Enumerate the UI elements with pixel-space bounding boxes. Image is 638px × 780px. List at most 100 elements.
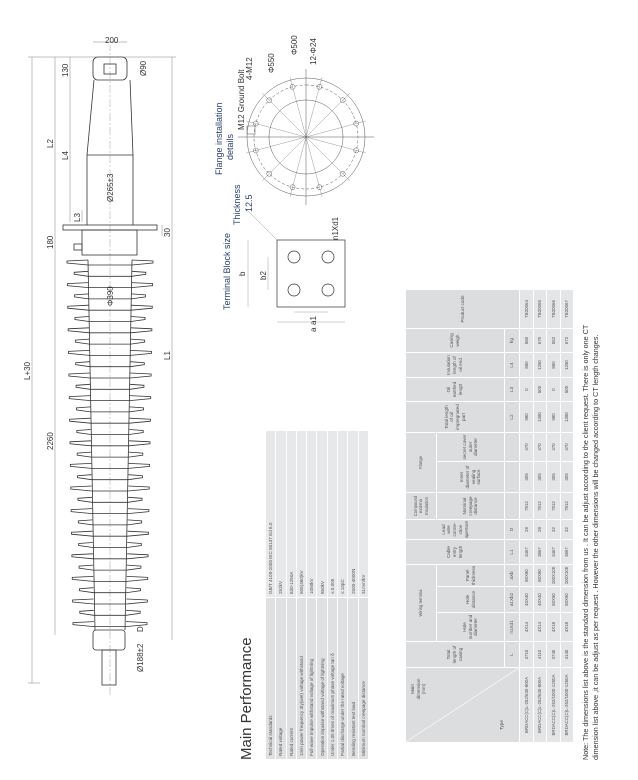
dim-200: 200 [105,36,119,45]
dim-l2: L2 [46,139,55,148]
thickness-value: 12.5 [244,194,254,212]
performance-label: Technical standards [265,597,276,760]
shed [66,282,154,288]
performance-label: Rated current [286,597,297,760]
dim-b2: b2 [259,271,268,280]
table-cell: 980 [546,401,560,433]
header-oil-earthed: Oil earthed lengtt [405,377,505,402]
dim-30: 30 [163,228,172,237]
corner-type: Type [499,720,505,730]
shed [68,395,152,401]
dim-l4: L4 [61,151,70,160]
shed [72,621,148,627]
table-cell: 305 [519,461,533,493]
table-cell: 1250 [533,352,547,378]
unit-cell: kg [504,328,520,353]
header-hole-distance: Hole distance [436,586,505,613]
terminal-block-drawing [244,207,346,323]
shed [74,338,146,345]
performance-label: 1min power frequency dry(wet) voltage wi… [296,597,307,760]
table-cell: 4X14 [519,612,533,642]
table-cell: 7812 [546,492,560,520]
table-cell: 80X80 [519,564,533,587]
dim-d: D [136,626,145,632]
table-cell: 100X100 [546,564,560,587]
table-cell: 7812 [519,492,533,520]
bolt-hole [340,171,346,177]
shed [69,417,151,424]
bolts-label: 4-M12 [245,57,254,80]
dim-a: a [309,327,318,332]
dim-d188: Ø188±2 [136,643,145,672]
note-text: Note: The dimensions list above is the s… [581,160,601,760]
table-cell: 550 [519,328,533,353]
bottom-terminal [101,649,117,686]
sheds [66,259,154,631]
table-cell: 305 [546,461,560,493]
table-cell: 80X80 [533,564,547,587]
shed [67,304,153,311]
table-cell: 28 [533,519,547,540]
spoke-line [246,136,307,154]
bushing-drawing [28,41,176,695]
table-cell: BRDACC(C)L-252/1000-1250A [560,667,574,743]
d500-label: Φ500 [290,35,299,55]
table-cell: 3867 [560,539,574,565]
performance-row: Full-wave impulse withstand voltage of l… [306,430,317,760]
table-cell: 3740 [546,641,560,668]
performance-value: 630-1250A [286,430,297,598]
table-cell: 552 [546,328,560,353]
table-cell: 470 [519,432,533,462]
unit-cell: L1 [504,539,520,565]
header-oil-part: Total length of oil impregnated part [405,401,505,433]
table-cell: 28 [519,519,533,540]
spoke-line [305,77,323,138]
performance-value: 505(460)kV [296,430,307,598]
dim-130: 130 [61,63,70,77]
header-total-length: Total length of casing [405,641,505,668]
header-outer-diameter: secret cover outer diameter [436,432,505,462]
dimension-lines [28,41,176,684]
dim-l1: L1 [163,351,172,360]
shed [70,508,150,514]
performance-value: 1050kV [306,430,317,598]
flange-labels: Flange installation details M12 Ground B… [214,35,318,175]
shed [71,553,149,560]
table-cell: 850 [519,352,533,378]
table-cell: 305 [560,461,574,493]
header-flange-group: Flange [405,432,437,493]
bolt-hole [316,84,323,90]
bolt-hole [353,147,359,154]
table-cell: 1380 [533,401,547,433]
performance-value: 31mm/kV [358,430,369,598]
dim-b: b [238,271,247,276]
shed [71,530,149,537]
thickness-label: Thickness [232,184,242,225]
shed [75,383,145,390]
d550-label: Φ550 [267,53,276,73]
table-cell: 40X40 [533,586,547,613]
unit-cell: L3 [504,377,520,402]
table-cell: 7812 [560,492,574,520]
bolt-hole [353,120,359,127]
table-cell: 3467 [519,539,533,565]
table-cell: TB20066 [546,289,560,329]
table-cell: 50X50 [560,586,574,613]
shed [77,519,143,526]
shed [76,406,144,413]
table-cell: BRDACC(C)L-252/630-800A [519,667,533,743]
unit-cell [504,461,520,493]
table-cell: 40X40 [519,586,533,613]
table-cell: 4X14 [533,612,547,642]
performance-label: Partial discharge under the rated voltag… [337,597,348,760]
table-cell: TB20067 [560,289,574,329]
header-weigh: Casing weigh [405,328,505,353]
performance-row: Under 1.05 times of maximum phase voltag… [327,430,338,760]
shed [72,598,148,605]
table-cell: 0 [546,377,560,402]
terminal-block-labels: Terminal Block size Thickness 12.5 b b2 … [222,184,340,332]
header-insulation-oil: Insulation length of oil end [405,352,505,378]
